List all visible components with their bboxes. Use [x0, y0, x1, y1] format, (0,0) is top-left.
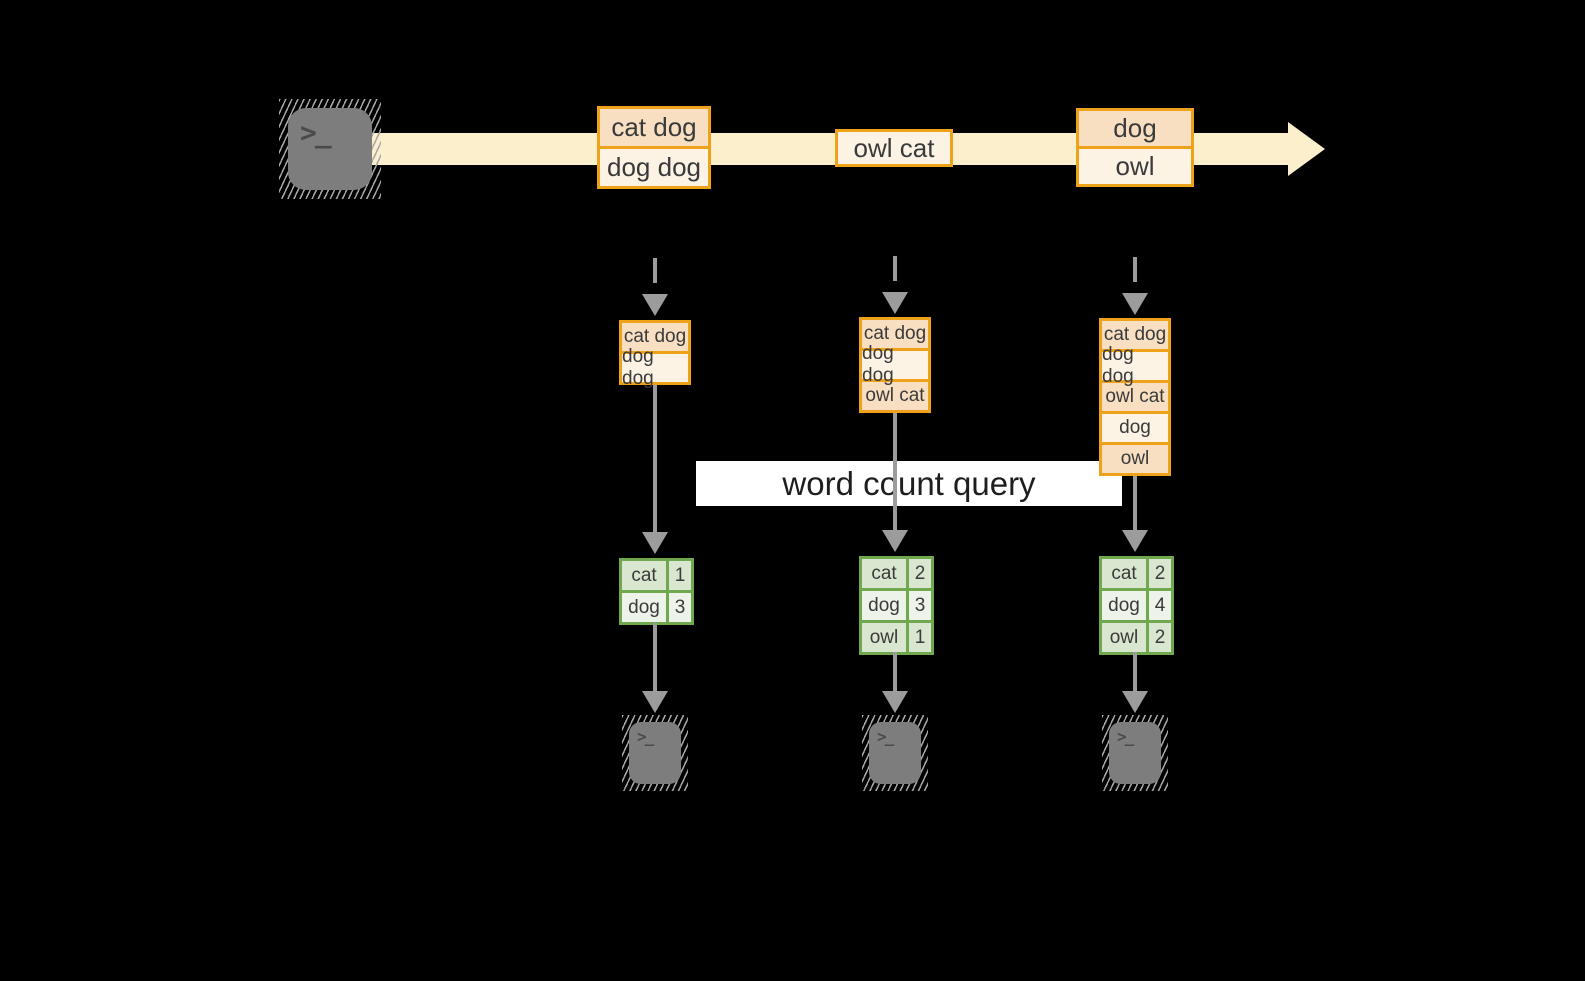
- stream-event-cell: owl: [1079, 149, 1191, 184]
- stream-event-box: dog owl: [1076, 108, 1194, 187]
- terminal-screen: >_: [629, 722, 681, 784]
- dashed-arrow: [642, 258, 668, 318]
- stream-event-cell: dog: [1079, 111, 1191, 149]
- count-cell: 1: [906, 623, 931, 652]
- terminal-prompt-icon: >_: [877, 727, 894, 746]
- terminal-icon: >_: [862, 715, 928, 791]
- terminal-prompt-icon: >_: [1117, 727, 1134, 746]
- count-cell: 4: [1146, 591, 1171, 620]
- count-cell: 2: [1146, 623, 1171, 652]
- word-cell: cat: [862, 559, 906, 588]
- word-cell: cat: [1102, 559, 1146, 588]
- stream-arrowhead-icon: [1288, 122, 1325, 176]
- count-table: cat 2 dog 4 owl 2: [1099, 556, 1174, 655]
- flow-arrow: [1122, 476, 1148, 552]
- stream-event-cell: owl cat: [838, 132, 950, 164]
- terminal-screen: >_: [1109, 722, 1161, 784]
- state-row: cat dog: [1102, 321, 1168, 352]
- state-row: dog dog: [1102, 344, 1168, 387]
- count-table-row: cat 2: [862, 559, 931, 591]
- stream-event-box: cat dog dog dog: [597, 106, 711, 189]
- terminal-icon: >_: [622, 715, 688, 791]
- terminal-screen: >_: [869, 722, 921, 784]
- state-buffer-box: cat dog dog dog: [619, 320, 691, 389]
- state-buffer-box: cat dog dog dog owl cat dog owl: [1099, 318, 1171, 476]
- word-cell: cat: [622, 561, 666, 590]
- count-cell: 2: [1146, 559, 1171, 588]
- query-label: word count query: [696, 461, 1122, 506]
- state-row: dog dog: [622, 346, 688, 389]
- terminal-icon: >_: [279, 99, 381, 199]
- state-row: owl cat: [862, 382, 928, 410]
- count-table: cat 2 dog 3 owl 1: [859, 556, 934, 655]
- count-table-row: dog 4: [1102, 591, 1171, 623]
- dashed-arrow: [882, 256, 908, 316]
- count-cell: 1: [666, 561, 691, 590]
- count-cell: 3: [906, 591, 931, 620]
- flow-arrow: [882, 413, 908, 552]
- state-buffer-box: cat dog dog dog owl cat: [859, 317, 931, 413]
- state-row: cat dog: [622, 323, 688, 354]
- count-cell: 2: [906, 559, 931, 588]
- state-row: cat dog: [862, 320, 928, 351]
- state-row: dog: [1102, 414, 1168, 445]
- count-table-row: cat 1: [622, 561, 691, 593]
- count-table-row: owl 2: [1102, 623, 1171, 652]
- count-table-row: dog 3: [622, 593, 691, 622]
- flow-arrow: [1122, 652, 1148, 713]
- terminal-prompt-icon: >_: [637, 727, 654, 746]
- word-cell: dog: [1102, 591, 1146, 620]
- stream-event-cell: cat dog: [600, 109, 708, 149]
- count-table-row: cat 2: [1102, 559, 1171, 591]
- terminal-screen: >_: [288, 108, 372, 190]
- stream-event-cell: dog dog: [600, 149, 708, 186]
- terminal-prompt-icon: >_: [300, 116, 332, 149]
- state-row: owl cat: [1102, 383, 1168, 414]
- word-cell: dog: [622, 593, 666, 622]
- stream-event-box: owl cat: [835, 129, 953, 167]
- count-table-row: dog 3: [862, 591, 931, 623]
- word-cell: dog: [862, 591, 906, 620]
- flow-arrow: [882, 652, 908, 713]
- count-table: cat 1 dog 3: [619, 558, 694, 625]
- word-cell: owl: [862, 623, 906, 652]
- dashed-arrow: [1122, 257, 1148, 317]
- state-row: owl: [1102, 445, 1168, 473]
- count-cell: 3: [666, 593, 691, 622]
- terminal-icon: >_: [1102, 715, 1168, 791]
- count-table-row: owl 1: [862, 623, 931, 652]
- flow-arrow: [642, 623, 668, 713]
- state-row: dog dog: [862, 343, 928, 386]
- word-cell: owl: [1102, 623, 1146, 652]
- flow-arrow: [642, 385, 668, 554]
